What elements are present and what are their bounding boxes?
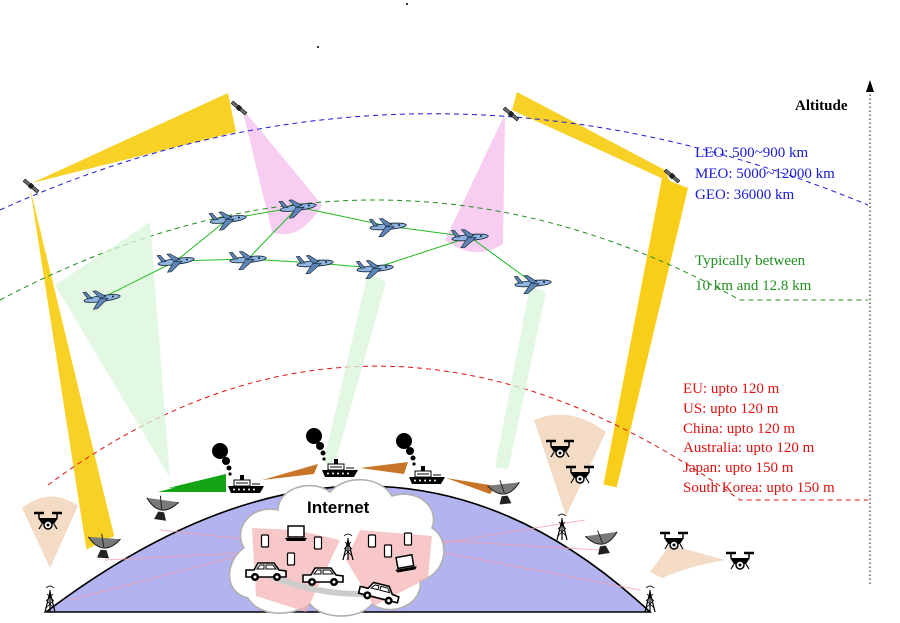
phone-icon xyxy=(383,544,393,558)
internet-label: Internet xyxy=(307,498,370,517)
aircraft-beams xyxy=(55,222,546,478)
drone-limit-japan: Japan: upto 150 m xyxy=(683,460,794,476)
star-dot xyxy=(406,3,408,5)
leo-orbit-line xyxy=(0,113,869,211)
smoke-icon xyxy=(396,433,416,466)
phone-icon xyxy=(313,536,323,550)
satellite-icon xyxy=(229,99,249,117)
aircraft-altitude-label-1: Typically between xyxy=(695,253,806,269)
satellite-icon xyxy=(21,177,41,195)
phone-icon xyxy=(367,534,377,548)
altitude-label: Altitude xyxy=(795,98,848,114)
phone-icon xyxy=(286,552,296,566)
airplane-icon xyxy=(208,208,248,232)
leo-label: LEO: 500~900 km xyxy=(695,145,808,161)
drone-limit-china: China: upto 120 m xyxy=(683,421,795,437)
drone-limit-south-korea: South Korea: upto 150 m xyxy=(683,480,835,496)
star-dot xyxy=(317,46,319,48)
airplane-icon xyxy=(156,250,196,274)
airplane-icon xyxy=(368,215,408,239)
airplane-icon xyxy=(228,248,268,272)
geo-label: GEO: 36000 km xyxy=(695,187,794,203)
drone-limit-us: US: upto 120 m xyxy=(683,401,779,417)
smoke-icon xyxy=(212,443,232,476)
meo-label: MEO: 5000~12000 km xyxy=(695,166,835,182)
ship-beams xyxy=(158,462,496,494)
smoke-icon xyxy=(306,428,326,461)
laptop-icon xyxy=(284,525,308,542)
airplane-icon xyxy=(295,252,335,276)
aircraft-altitude-label-2: 10 km and 12.8 km xyxy=(695,278,812,294)
ship-icon xyxy=(227,474,265,494)
drone-limit-eu: EU: upto 120 m xyxy=(683,381,780,397)
altitude-axis xyxy=(866,80,874,620)
satellite-to-aircraft-beams xyxy=(242,108,505,253)
satellite-beams xyxy=(30,92,688,560)
phone-icon xyxy=(403,532,413,546)
phone-icon xyxy=(260,534,270,548)
drone-limit-australia: Australia: upto 120 m xyxy=(683,440,815,456)
